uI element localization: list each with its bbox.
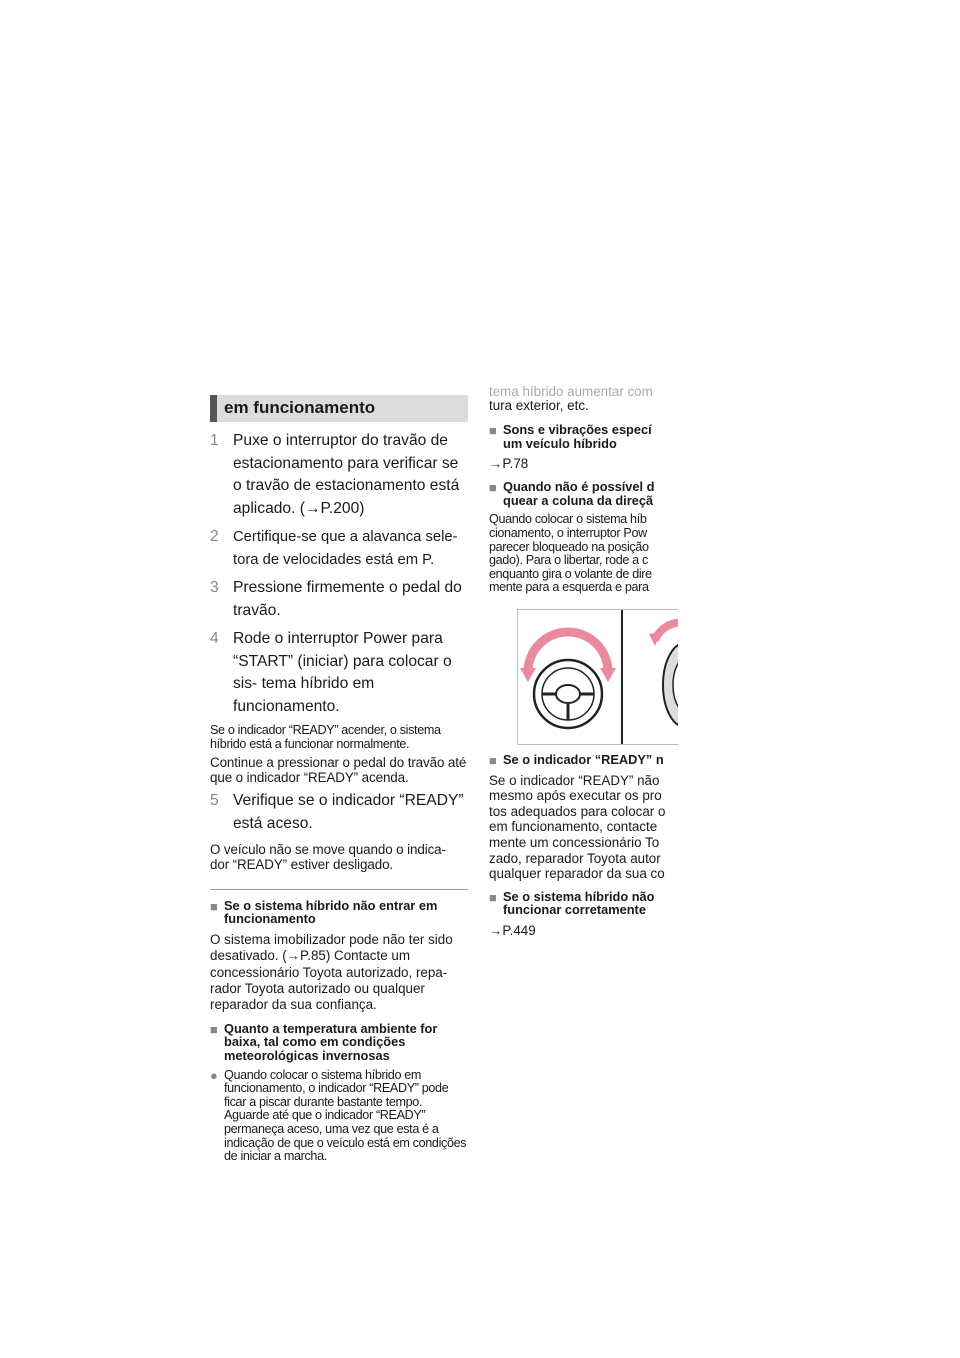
step-number: 2	[210, 528, 219, 545]
section-title-ready-off: ■ Se o indicador “READY” n	[489, 753, 678, 767]
section-title-text: Quanto a temperatura ambiente for baixa,…	[224, 1020, 438, 1063]
body-line: mente um concessionário To	[489, 834, 660, 850]
body-line: mesmo após executar os pro	[489, 788, 662, 804]
note-keep-pressing: Continue a pressionar o pedal do travão …	[210, 755, 467, 785]
title-line: quear a coluna da direçã	[503, 492, 654, 508]
section-title-not-start: ■ Se o sistema híbrido não entrar em fun…	[210, 897, 468, 927]
title-line: Se o sistema híbrido não	[503, 888, 655, 904]
body-line: tos adequados para colocar o	[489, 803, 666, 819]
body-line: Quando colocar o sistema híb	[489, 512, 647, 527]
body-line: em funcionamento, contacte	[489, 819, 658, 835]
step-number: 4	[210, 630, 219, 647]
steering-wheel-icon	[520, 627, 616, 730]
step-number: 1	[210, 432, 219, 449]
step-text: Puxe o interruptor do travão de estacion…	[233, 432, 460, 517]
wheel-hub	[555, 683, 581, 704]
bullet-low-temp: ● Quando colocar o sistema híbrido em fu…	[210, 1067, 468, 1164]
turn-arrow	[523, 627, 613, 673]
body-line: parecer bloqueado na posição	[489, 539, 649, 554]
note-ready-on: Se o indicador “READY” acender, o sistem…	[210, 723, 441, 751]
square-bullet-icon: ■	[489, 889, 497, 905]
cropped-top-text: tema híbrido aumentar com tura exterior,…	[489, 385, 678, 413]
step-text: Verifique se o indicador “READY” está ac…	[233, 792, 464, 832]
body-line: cionamento, o interruptor Pow	[489, 525, 647, 540]
section-title-not-working: ■ Se o sistema híbrido não funcionar cor…	[489, 890, 678, 917]
cropped-line: tura exterior, etc.	[489, 398, 589, 413]
section-title-sounds: ■ Sons e vibrações especí um veículo híb…	[489, 423, 678, 450]
square-bullet-icon: ■	[210, 898, 218, 914]
switch-body	[662, 643, 678, 726]
body-line: qualquer reparador da sua co	[489, 866, 665, 882]
cropped-line: tema híbrido aumentar com	[489, 385, 653, 399]
step-text: Pressione firmemente o pedal do travão.	[233, 579, 462, 619]
arrow-head-right	[600, 667, 616, 682]
title-line: um veículo híbrido	[503, 435, 617, 451]
title-line: Se o indicador “READY” n	[503, 751, 664, 767]
step-text: Certifique-se que a alavanca sele- tora …	[233, 529, 458, 568]
section-body-not-start: O sistema imobilizador pode não ter sido…	[210, 931, 453, 1013]
square-bullet-icon: ■	[489, 423, 497, 438]
step-4: 4 Rode o interruptor Power para “START” …	[210, 628, 468, 718]
body-line: mente para a esquerda e para	[489, 580, 649, 595]
section-title-low-temp: ■ Quanto a temperatura ambiente for baix…	[210, 1020, 468, 1063]
step-2: 2 Certifique-se que a alavanca sele- tor…	[210, 526, 468, 571]
title-line: funcionar corretamente	[503, 902, 646, 918]
body-line: Se o indicador “READY” não	[489, 772, 660, 788]
step-1: 1 Puxe o interruptor do travão de estaci…	[210, 430, 468, 520]
arrow-head-left	[520, 667, 536, 682]
section-heading: em funcionamento	[210, 395, 468, 422]
left-column: em funcionamento 1 Puxe o interruptor do…	[210, 395, 468, 1164]
title-line: Sons e vibrações especí	[503, 422, 652, 437]
steering-lock-body: Quando colocar o sistema híb cionamento,…	[489, 513, 678, 595]
switch-face	[672, 662, 678, 708]
circle-bullet-icon: ●	[210, 1067, 218, 1083]
square-bullet-icon: ■	[489, 480, 497, 496]
ready-off-body: Se o indicador “READY” não mesmo após ex…	[489, 773, 678, 882]
heading-text: em funcionamento	[224, 398, 376, 417]
step-text: Rode o interruptor Power para “START” (i…	[233, 630, 452, 715]
arrow-head	[649, 631, 661, 646]
step-3: 3 Pressione firmemente o pedal do travão…	[210, 577, 468, 622]
step-number: 5	[210, 792, 219, 810]
heading-accent	[210, 395, 217, 422]
step-5: 5 Verifique se o indicador “READY” está …	[210, 790, 468, 835]
square-bullet-icon: ■	[210, 1021, 218, 1037]
square-bullet-icon: ■	[489, 752, 497, 768]
power-switch-icon	[649, 618, 678, 726]
title-line: Quando não é possível d	[503, 479, 655, 495]
section-title-text: Se o sistema híbrido não entrar em funci…	[224, 897, 438, 927]
right-column-cropped: tema híbrido aumentar com tura exterior,…	[489, 385, 678, 945]
divider	[210, 888, 468, 890]
body-line: enquanto gira o volante de dire	[489, 566, 652, 581]
step-number: 3	[210, 579, 219, 596]
page-ref-449: →P.449	[489, 922, 536, 938]
note-vehicle-not-move: O veículo não se move quando o indica- d…	[210, 842, 446, 872]
steering-figure	[517, 608, 678, 745]
section-title-steering-lock: ■ Quando não é possível d quear a coluna…	[489, 480, 678, 507]
page-ref-78: →P.78	[489, 456, 529, 472]
body-line: gado). Para o libertar, rode a c	[489, 553, 648, 568]
body-line: zado, reparador Toyota autor	[489, 850, 661, 866]
bullet-text: Quando colocar o sistema híbrido em func…	[224, 1067, 467, 1164]
figure-divider	[621, 609, 623, 744]
